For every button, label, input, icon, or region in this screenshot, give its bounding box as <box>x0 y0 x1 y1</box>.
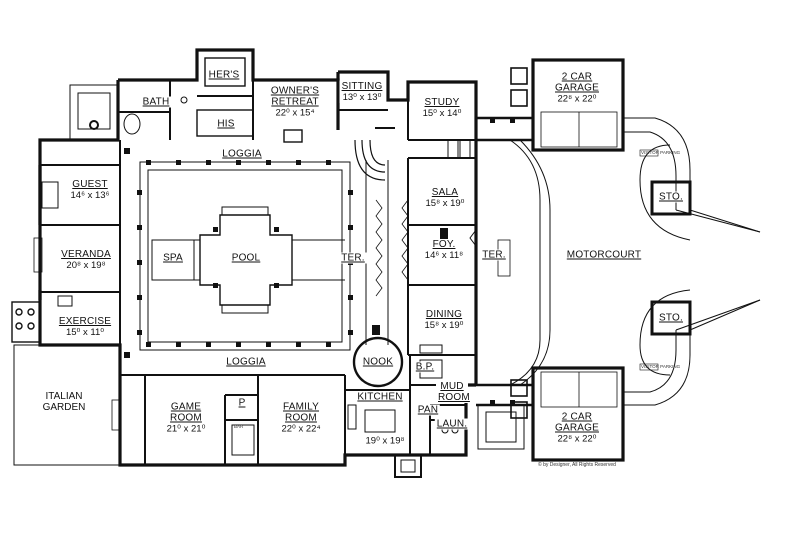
columns <box>124 118 515 405</box>
garage-walls <box>531 58 625 462</box>
motorcourt-outline <box>509 117 761 406</box>
